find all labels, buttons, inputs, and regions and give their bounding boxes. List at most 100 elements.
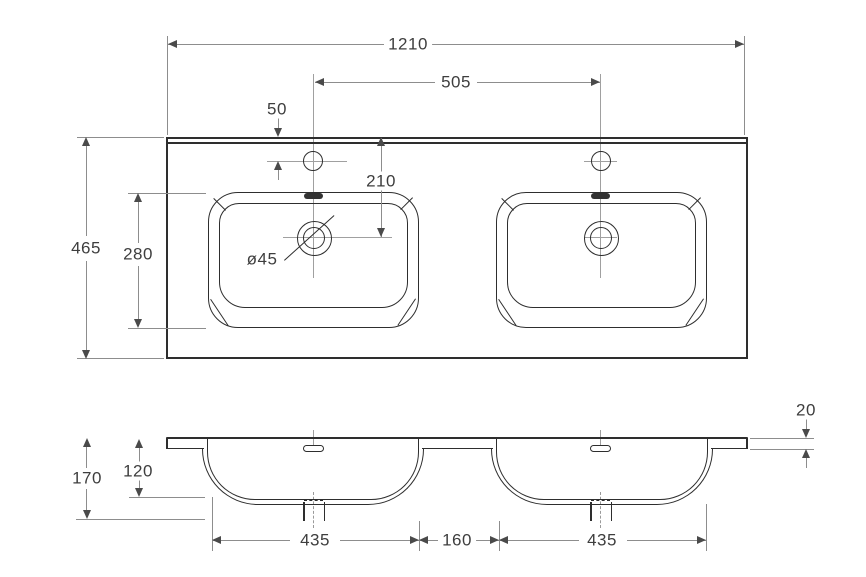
slab-top-surface-line — [166, 437, 748, 439]
left-drain-axis-dashed — [312, 492, 314, 528]
dimension-line — [419, 539, 438, 541]
arrowhead — [134, 193, 142, 202]
right-drain-flange — [583, 220, 619, 256]
extension-line — [705, 504, 707, 551]
extension-line — [750, 437, 814, 439]
dimension-line — [805, 419, 807, 429]
arrowhead — [377, 137, 385, 146]
arrowhead — [499, 536, 508, 544]
dimension-line — [477, 81, 600, 83]
right-drain-pipe-wall — [590, 502, 592, 521]
left-drain-hole — [303, 227, 325, 249]
countertop-outline — [166, 137, 748, 359]
dimension-line — [380, 138, 382, 172]
dimension-line — [137, 266, 139, 326]
arrowhead — [802, 449, 810, 458]
dimension-line — [627, 539, 706, 541]
dimension-line — [476, 539, 499, 541]
dim-label-faucet-offset: 50 — [263, 99, 291, 119]
dimension-line — [432, 43, 744, 45]
right-drain-axis-dashed — [600, 492, 601, 528]
left-drain-opening-hidden-line — [304, 500, 323, 501]
dimension-line — [340, 539, 419, 541]
left-drain-flange — [296, 220, 332, 256]
right-faucet-hole — [591, 151, 611, 171]
dimension-line — [137, 195, 139, 243]
arrowhead — [134, 319, 142, 328]
arrowhead — [168, 40, 177, 48]
extension-line — [129, 496, 205, 498]
dimension-line — [168, 43, 384, 45]
left-drain-pipe-wall — [303, 502, 305, 521]
left-drain-centerline-horizontal — [283, 237, 392, 238]
dimension-line — [277, 170, 279, 180]
left-overflow-slot-section — [303, 444, 324, 452]
dim-label-right-bowl-width: 435 — [583, 530, 621, 550]
dimension-line — [315, 81, 435, 83]
extension-line — [211, 497, 213, 551]
dimension-line — [85, 261, 87, 356]
dimension-line — [499, 539, 579, 541]
arrowhead — [135, 488, 143, 497]
extension-line — [128, 192, 206, 194]
dim-label-drain-diameter: ø45 — [242, 249, 282, 269]
right-drain-pipe-wall — [610, 502, 613, 521]
dimension-line — [805, 458, 807, 468]
arrowhead — [82, 350, 90, 359]
slab-underside-line — [422, 447, 493, 450]
dimension-line — [85, 140, 87, 236]
dim-label-bowl-gap: 160 — [438, 530, 476, 550]
arrowhead — [82, 510, 91, 519]
dim-label-overall-height: 170 — [68, 468, 106, 488]
slab-underside-line — [711, 447, 748, 450]
dimension-line — [86, 489, 87, 517]
dimension-line — [138, 441, 140, 462]
countertop-front-edge-line — [168, 142, 746, 144]
arrowhead — [410, 536, 419, 544]
dim-label-left-bowl-width: 435 — [296, 530, 334, 550]
arrowhead — [315, 78, 324, 86]
arrowhead — [377, 228, 385, 237]
right-overflow-slot-section — [590, 444, 611, 452]
dimension-line — [380, 190, 382, 237]
right-drain-hole — [590, 227, 612, 249]
dimension-line — [138, 480, 140, 495]
arrowhead — [274, 161, 282, 170]
right-basin-inner-rim — [507, 203, 696, 308]
dimension-line — [86, 440, 87, 468]
dim-label-overall-depth: 465 — [67, 238, 105, 258]
dim-label-overall-width: 1210 — [384, 34, 432, 54]
arrowhead — [82, 137, 90, 146]
left-basin-outer-rim — [208, 192, 419, 328]
arrowhead — [212, 536, 221, 544]
arrowhead — [135, 439, 143, 448]
arrowhead — [490, 536, 499, 544]
dim-label-bowl-length: 280 — [119, 244, 157, 264]
slab-right-end-cap — [746, 438, 748, 449]
dim-label-bowl-depth: 120 — [119, 461, 157, 481]
left-faucet-hole — [303, 151, 323, 171]
left-drain-pipe-wall — [323, 502, 326, 521]
left-sink-centerline-vertical — [313, 74, 314, 278]
arrowhead — [802, 429, 810, 438]
right-overflow-slot — [591, 193, 610, 199]
arrowhead — [591, 78, 600, 86]
arrowhead — [697, 536, 706, 544]
dimension-line — [212, 539, 290, 541]
extension-line — [750, 448, 814, 450]
left-basin-inner-rim — [219, 203, 408, 308]
extension-line — [167, 36, 168, 135]
arrowhead — [274, 128, 282, 137]
slab-left-end-cap — [166, 438, 168, 449]
extension-line — [77, 358, 164, 359]
arrowhead — [82, 438, 91, 447]
extension-line — [744, 36, 745, 135]
left-overflow-slot — [304, 193, 323, 199]
right-drain-opening-hidden-line — [591, 500, 610, 501]
right-basin-outer-rim — [496, 192, 707, 328]
extension-line — [77, 137, 164, 138]
dim-label-faucet-spacing: 505 — [437, 72, 475, 92]
extension-line — [128, 327, 206, 329]
extension-line — [76, 519, 205, 520]
